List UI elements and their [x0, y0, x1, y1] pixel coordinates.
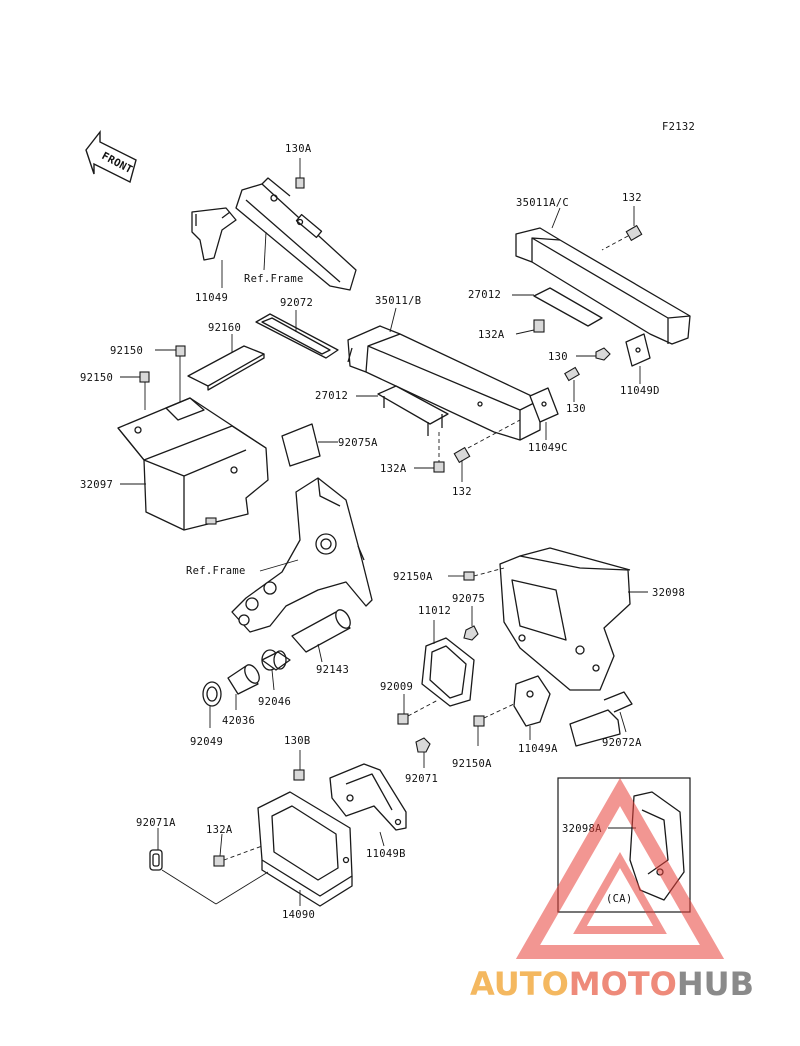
label-92150A-top: 92150A: [393, 571, 433, 583]
bolt-92150A-top: [463, 567, 505, 581]
label-ref-frame-mid: Ref.Frame: [186, 565, 246, 577]
grommet-92071: [415, 737, 431, 753]
bolt-130A: [295, 158, 305, 189]
label-92150A-bot: 92150A: [452, 758, 492, 770]
label-27012-right: 27012: [468, 289, 501, 301]
bracket-11049A: [513, 675, 551, 727]
label-32097: 32097: [80, 479, 113, 491]
label-92160: 92160: [208, 322, 241, 334]
label-11049B: 11049B: [366, 848, 406, 860]
label-92072A: 92072A: [602, 737, 642, 749]
label-92143: 92143: [316, 664, 349, 676]
cover-32097: [117, 397, 269, 531]
label-130-b: 130: [566, 403, 586, 415]
bearing-92046: [261, 649, 291, 671]
frame-rail-top: [235, 177, 357, 291]
pad-92160: [187, 345, 265, 391]
label-11049A: 11049A: [518, 743, 558, 755]
label-92150-a: 92150: [110, 345, 143, 357]
label-92071A: 92071A: [136, 817, 176, 829]
label-132-top: 132: [622, 192, 642, 204]
label-27012-left: 27012: [315, 390, 348, 402]
label-35011AC: 35011A/C: [516, 197, 569, 209]
pad-92072A: [569, 691, 633, 747]
bracket-11049D: [625, 333, 651, 367]
bolt-92150A-bot: [473, 703, 515, 727]
label-11049C: 11049C: [528, 442, 568, 454]
nut-130-a: [595, 347, 611, 361]
chain-cover-35011AC: [515, 227, 691, 345]
label-42036: 42036: [222, 715, 255, 727]
pad-92075A: [281, 423, 321, 467]
grommet-92071A: [149, 849, 163, 871]
chain-cover-35011B: [347, 325, 541, 441]
figure-code: F2132: [662, 121, 695, 133]
label-132A-bot: 132A: [206, 824, 233, 836]
frame-pivot-mid: [231, 477, 373, 633]
label-132A-right: 132A: [478, 329, 505, 341]
label-14090: 14090: [282, 909, 315, 921]
grommet-92075: [463, 625, 479, 641]
label-11012: 11012: [418, 605, 451, 617]
bracket-11049C: [529, 387, 559, 423]
bracket-11049B: [329, 763, 407, 831]
label-92150-b: 92150: [80, 372, 113, 384]
bolt-92150-a: [175, 345, 186, 402]
bolt-132A-right: [533, 319, 545, 333]
label-130A: 130A: [285, 143, 312, 155]
label-ref-frame-top: Ref.Frame: [244, 273, 304, 285]
plate-11012: [421, 637, 475, 707]
label-92071: 92071: [405, 773, 438, 785]
label-92046: 92046: [258, 696, 291, 708]
label-92009: 92009: [380, 681, 413, 693]
nut-130-b: [564, 366, 580, 382]
front-arrow-icon: FRONT: [85, 129, 137, 184]
watermark-moto: MOTO: [569, 965, 677, 1003]
label-35011B: 35011/B: [375, 295, 421, 307]
bracket-11049: [191, 207, 237, 261]
bolt-130B: [293, 769, 305, 781]
label-132-mid: 132: [452, 486, 472, 498]
plate-27012-left: [377, 385, 449, 436]
watermark-text: AUTOMOTOHUB: [470, 965, 754, 1003]
collar-42036: [227, 664, 260, 695]
bolt-132-mid: [453, 419, 521, 464]
label-32098: 32098: [652, 587, 685, 599]
label-130B: 130B: [284, 735, 311, 747]
label-130-a: 130: [548, 351, 568, 363]
label-92072: 92072: [280, 297, 313, 309]
bolt-92009: [397, 699, 439, 725]
watermark-triangle-logo: [515, 777, 725, 959]
bolt-132A-mid: [433, 432, 445, 473]
plate-27012-right: [533, 287, 603, 327]
seal-92049: [202, 681, 222, 707]
label-11049D: 11049D: [620, 385, 660, 397]
sleeve-92143: [291, 609, 351, 653]
label-11049: 11049: [195, 292, 228, 304]
label-92049: 92049: [190, 736, 223, 748]
cover-32098: [499, 547, 631, 691]
pad-92072: [255, 313, 339, 359]
label-ca: (CA): [606, 893, 633, 905]
label-92075: 92075: [452, 593, 485, 605]
watermark-auto: AUTO: [470, 965, 569, 1003]
label-132A-mid: 132A: [380, 463, 407, 475]
watermark-hub: HUB: [677, 965, 754, 1003]
frame-14090: [257, 791, 353, 907]
bolt-92150-b: [139, 371, 150, 410]
bolt-132-top: [601, 224, 643, 251]
label-92075A: 92075A: [338, 437, 378, 449]
bolt-132A-bot: [213, 845, 263, 867]
